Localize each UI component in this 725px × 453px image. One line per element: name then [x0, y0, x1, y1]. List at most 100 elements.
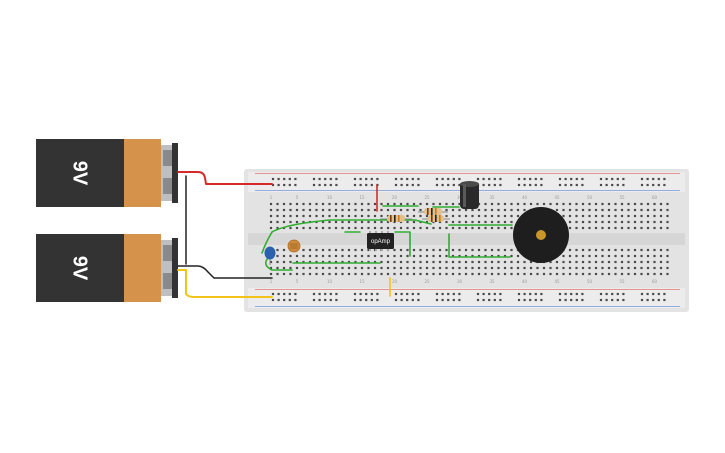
rail-hole[interactable] — [611, 183, 614, 187]
rail-hole[interactable] — [652, 177, 655, 181]
rail-hole[interactable] — [312, 298, 316, 302]
rail-hole[interactable] — [657, 292, 660, 296]
rail-hole[interactable] — [283, 177, 286, 181]
terminal-hole[interactable] — [510, 248, 513, 252]
terminal-hole[interactable] — [393, 266, 396, 270]
rail-hole[interactable] — [400, 183, 403, 187]
terminal-hole[interactable] — [659, 260, 663, 264]
terminal-hole[interactable] — [308, 266, 312, 270]
rail-hole[interactable] — [611, 292, 614, 296]
terminal-hole[interactable] — [594, 208, 598, 212]
terminal-hole[interactable] — [412, 214, 416, 218]
terminal-hole[interactable] — [321, 202, 325, 206]
terminal-hole[interactable] — [406, 202, 409, 206]
terminal-hole[interactable] — [360, 272, 364, 276]
terminal-hole[interactable] — [438, 248, 442, 252]
terminal-hole[interactable] — [659, 272, 663, 276]
terminal-hole[interactable] — [607, 214, 611, 218]
terminal-hole[interactable] — [471, 254, 474, 258]
terminal-hole[interactable] — [399, 272, 403, 276]
terminal-hole[interactable] — [542, 266, 546, 270]
terminal-hole[interactable] — [607, 226, 611, 230]
rail-hole[interactable] — [640, 183, 644, 187]
terminal-hole[interactable] — [419, 254, 422, 258]
terminal-hole[interactable] — [666, 226, 669, 230]
terminal-hole[interactable] — [367, 248, 370, 252]
rail-hole[interactable] — [353, 183, 357, 187]
terminal-hole[interactable] — [510, 260, 513, 264]
terminal-hole[interactable] — [341, 260, 344, 264]
terminal-hole[interactable] — [627, 272, 630, 276]
terminal-hole[interactable] — [542, 272, 546, 276]
terminal-hole[interactable] — [640, 272, 643, 276]
terminal-hole[interactable] — [328, 272, 331, 276]
rail-hole[interactable] — [564, 292, 567, 296]
rail-hole[interactable] — [558, 298, 562, 302]
rail-hole[interactable] — [417, 298, 420, 302]
terminal-hole[interactable] — [425, 266, 429, 270]
terminal-hole[interactable] — [588, 266, 591, 270]
terminal-hole[interactable] — [347, 254, 351, 258]
terminal-hole[interactable] — [646, 248, 650, 252]
terminal-hole[interactable] — [406, 226, 409, 230]
rail-hole[interactable] — [411, 292, 414, 296]
terminal-hole[interactable] — [633, 202, 637, 206]
terminal-hole[interactable] — [516, 254, 520, 258]
terminal-hole[interactable] — [373, 272, 377, 276]
terminal-hole[interactable] — [380, 272, 383, 276]
rail-hole[interactable] — [294, 177, 297, 181]
terminal-hole[interactable] — [575, 220, 578, 224]
terminal-hole[interactable] — [477, 266, 481, 270]
terminal-hole[interactable] — [308, 202, 312, 206]
terminal-hole[interactable] — [484, 208, 487, 212]
terminal-hole[interactable] — [607, 266, 611, 270]
terminal-hole[interactable] — [282, 214, 286, 218]
rail-hole[interactable] — [359, 177, 362, 181]
rail-hole[interactable] — [324, 292, 327, 296]
terminal-hole[interactable] — [321, 254, 325, 258]
rail-hole[interactable] — [452, 183, 455, 187]
terminal-hole[interactable] — [321, 208, 325, 212]
terminal-hole[interactable] — [477, 226, 481, 230]
terminal-hole[interactable] — [276, 214, 279, 218]
terminal-hole[interactable] — [354, 254, 357, 258]
terminal-hole[interactable] — [640, 254, 643, 258]
terminal-hole[interactable] — [601, 202, 604, 206]
terminal-hole[interactable] — [406, 214, 409, 218]
terminal-hole[interactable] — [607, 272, 611, 276]
terminal-hole[interactable] — [464, 208, 468, 212]
rail-hole[interactable] — [605, 177, 608, 181]
terminal-hole[interactable] — [503, 260, 507, 264]
terminal-hole[interactable] — [620, 226, 624, 230]
terminal-hole[interactable] — [653, 272, 656, 276]
terminal-hole[interactable] — [445, 266, 448, 270]
terminal-hole[interactable] — [373, 214, 377, 218]
terminal-hole[interactable] — [536, 272, 539, 276]
terminal-hole[interactable] — [380, 214, 383, 218]
terminal-hole[interactable] — [360, 226, 364, 230]
terminal-hole[interactable] — [568, 202, 572, 206]
rail-hole[interactable] — [657, 177, 660, 181]
terminal-hole[interactable] — [406, 272, 409, 276]
terminal-hole[interactable] — [276, 272, 279, 276]
terminal-hole[interactable] — [581, 260, 585, 264]
rail-hole[interactable] — [406, 298, 409, 302]
terminal-hole[interactable] — [419, 260, 422, 264]
terminal-hole[interactable] — [412, 248, 416, 252]
rail-hole[interactable] — [599, 177, 603, 181]
rail-hole[interactable] — [534, 292, 537, 296]
wire-green-long-arc[interactable] — [261, 219, 432, 254]
terminal-hole[interactable] — [549, 260, 552, 264]
terminal-hole[interactable] — [497, 260, 500, 264]
rail-hole[interactable] — [640, 177, 644, 181]
terminal-hole[interactable] — [601, 226, 604, 230]
terminal-hole[interactable] — [360, 254, 364, 258]
terminal-hole[interactable] — [653, 226, 656, 230]
terminal-hole[interactable] — [490, 226, 494, 230]
terminal-hole[interactable] — [347, 220, 351, 224]
piezo-buzzer[interactable] — [513, 207, 569, 263]
terminal-hole[interactable] — [471, 248, 474, 252]
terminal-hole[interactable] — [438, 260, 442, 264]
terminal-hole[interactable] — [646, 226, 650, 230]
terminal-hole[interactable] — [276, 208, 279, 212]
